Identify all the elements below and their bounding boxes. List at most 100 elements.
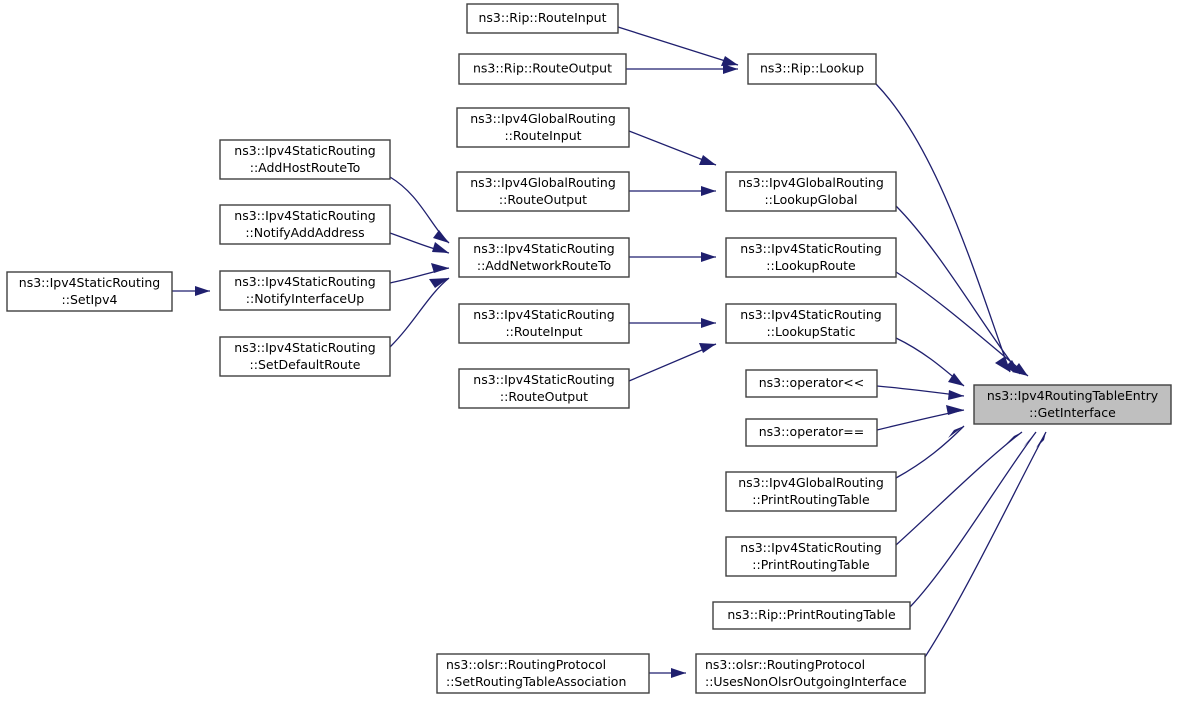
arrowhead-icon	[699, 155, 716, 165]
node-box[interactable]	[745, 369, 878, 398]
node-label: ns3::Ipv4StaticRouting	[740, 540, 881, 555]
node-label: ns3::operator==	[759, 424, 865, 439]
node-static_notifyaddaddr[interactable]: ns3::Ipv4StaticRouting::NotifyAddAddress	[219, 204, 391, 245]
edge-rip_lookup-to-target_getinterface	[875, 83, 1011, 373]
edge-static_print-to-target_getinterface	[895, 431, 1023, 546]
node-label: ::RouteOutput	[499, 192, 587, 207]
node-box[interactable]	[712, 601, 911, 630]
node-box[interactable]	[436, 653, 650, 694]
node-label: ::RouteOutput	[500, 389, 588, 404]
node-label: ::NotifyInterfaceUp	[246, 291, 364, 306]
arrowhead-icon	[431, 263, 449, 273]
node-label: ns3::Ipv4StaticRouting	[473, 241, 614, 256]
arrowhead-icon	[433, 230, 449, 243]
node-label: ns3::Rip::PrintRoutingTable	[727, 607, 896, 622]
node-box[interactable]	[745, 418, 878, 447]
node-label: ns3::Ipv4StaticRouting	[740, 307, 881, 322]
node-box[interactable]	[973, 384, 1172, 425]
node-box[interactable]	[458, 303, 630, 344]
node-label: ::RouteInput	[504, 128, 581, 143]
node-label: ns3::Ipv4StaticRouting	[234, 274, 375, 289]
node-static_lookupstatic[interactable]: ns3::Ipv4StaticRouting::LookupStatic	[725, 303, 897, 344]
node-box[interactable]	[219, 139, 391, 180]
edge-static_lookuproute-to-target_getinterface	[895, 271, 1029, 377]
node-box[interactable]	[456, 171, 630, 212]
node-box[interactable]	[219, 336, 391, 377]
arrowhead-icon	[701, 252, 716, 262]
node-static_setdefault[interactable]: ns3::Ipv4StaticRouting::SetDefaultRoute	[219, 336, 391, 377]
node-olsr_setassoc[interactable]: ns3::olsr::RoutingProtocol::SetRoutingTa…	[436, 653, 650, 694]
arrowhead-icon	[701, 318, 716, 328]
node-box[interactable]	[6, 271, 173, 312]
node-label: ns3::olsr::RoutingProtocol	[705, 657, 865, 672]
arrowhead-icon	[948, 426, 964, 438]
node-rip_lookup[interactable]: ns3::Rip::Lookup	[747, 53, 877, 85]
node-global_routeinput[interactable]: ns3::Ipv4GlobalRouting::RouteInput	[456, 107, 630, 148]
arrowhead-icon	[1012, 363, 1028, 376]
arrowhead-icon	[1006, 432, 1022, 444]
node-box[interactable]	[747, 53, 877, 85]
node-static_routeoutput[interactable]: ns3::Ipv4StaticRouting::RouteOutput	[458, 368, 630, 409]
node-label: ::PrintRoutingTable	[752, 557, 870, 572]
node-label: ns3::Ipv4GlobalRouting	[470, 111, 616, 126]
arrowhead-icon	[671, 668, 686, 678]
edge-rip_routeinput-to-rip_lookup	[617, 26, 739, 66]
node-static_addnetwork[interactable]: ns3::Ipv4StaticRouting::AddNetworkRouteT…	[458, 237, 630, 278]
node-box[interactable]	[725, 471, 897, 512]
node-label: ::LookupRoute	[766, 258, 856, 273]
node-box[interactable]	[219, 270, 391, 311]
node-olsr_usesnonolsr[interactable]: ns3::olsr::RoutingProtocol::UsesNonOlsrO…	[695, 653, 926, 694]
node-label: ns3::Ipv4GlobalRouting	[470, 175, 616, 190]
node-box[interactable]	[458, 53, 627, 85]
edge-rip_print-to-target_getinterface	[909, 431, 1037, 608]
node-rip_routeinput[interactable]: ns3::Rip::RouteInput	[466, 3, 619, 34]
arrowhead-icon	[195, 286, 210, 296]
node-box[interactable]	[456, 107, 630, 148]
node-box[interactable]	[725, 171, 897, 212]
node-label: ::GetInterface	[1029, 405, 1116, 420]
node-static_setipv4[interactable]: ns3::Ipv4StaticRouting::SetIpv4	[6, 271, 173, 312]
node-label: ::SetRoutingTableAssociation	[446, 674, 626, 689]
node-label: ns3::Rip::RouteOutput	[473, 61, 612, 76]
arrowhead-icon	[948, 373, 964, 386]
node-global_routeoutput[interactable]: ns3::Ipv4GlobalRouting::RouteOutput	[456, 171, 630, 212]
node-static_lookuproute[interactable]: ns3::Ipv4StaticRouting::LookupRoute	[725, 237, 897, 278]
node-label: ::AddNetworkRouteTo	[477, 258, 611, 273]
node-operator_shift[interactable]: ns3::operator<<	[745, 369, 878, 398]
edge-static_setdefault-to-static_addnetwork	[389, 277, 450, 348]
node-label: ::LookupStatic	[767, 324, 856, 339]
arrowhead-icon	[432, 242, 449, 253]
node-rip_print[interactable]: ns3::Rip::PrintRoutingTable	[712, 601, 911, 630]
node-operator_equal[interactable]: ns3::operator==	[745, 418, 878, 447]
node-label: ns3::Ipv4StaticRouting	[473, 307, 614, 322]
node-label: ns3::Ipv4GlobalRouting	[738, 475, 884, 490]
node-box[interactable]	[466, 3, 619, 34]
node-label: ::SetDefaultRoute	[250, 357, 361, 372]
node-static_print[interactable]: ns3::Ipv4StaticRouting::PrintRoutingTabl…	[725, 536, 897, 577]
node-box[interactable]	[458, 368, 630, 409]
node-target_getinterface[interactable]: ns3::Ipv4RoutingTableEntry::GetInterface	[973, 384, 1172, 425]
edge-layer	[172, 26, 1047, 678]
node-box[interactable]	[725, 536, 897, 577]
node-label: ns3::Ipv4StaticRouting	[473, 372, 614, 387]
node-global_lookupglobal[interactable]: ns3::Ipv4GlobalRouting::LookupGlobal	[725, 171, 897, 212]
node-label: ns3::Ipv4RoutingTableEntry	[987, 388, 1159, 403]
node-rip_routeoutput[interactable]: ns3::Rip::RouteOutput	[458, 53, 627, 85]
node-box[interactable]	[219, 204, 391, 245]
node-static_routeinput[interactable]: ns3::Ipv4StaticRouting::RouteInput	[458, 303, 630, 344]
arrowhead-icon	[721, 56, 738, 66]
node-box[interactable]	[458, 237, 630, 278]
node-label: ns3::Ipv4StaticRouting	[740, 241, 881, 256]
node-box[interactable]	[695, 653, 926, 694]
node-static_addhost[interactable]: ns3::Ipv4StaticRouting::AddHostRouteTo	[219, 139, 391, 180]
node-label: ::AddHostRouteTo	[250, 160, 361, 175]
node-label: ns3::Ipv4GlobalRouting	[738, 175, 884, 190]
node-box[interactable]	[725, 237, 897, 278]
node-label: ns3::Ipv4StaticRouting	[234, 340, 375, 355]
arrowhead-icon	[699, 343, 716, 353]
node-label: ::PrintRoutingTable	[752, 492, 870, 507]
node-label: ::NotifyAddAddress	[245, 225, 364, 240]
node-box[interactable]	[725, 303, 897, 344]
node-static_notifyifup[interactable]: ns3::Ipv4StaticRouting::NotifyInterfaceU…	[219, 270, 391, 311]
node-global_print[interactable]: ns3::Ipv4GlobalRouting::PrintRoutingTabl…	[725, 471, 897, 512]
